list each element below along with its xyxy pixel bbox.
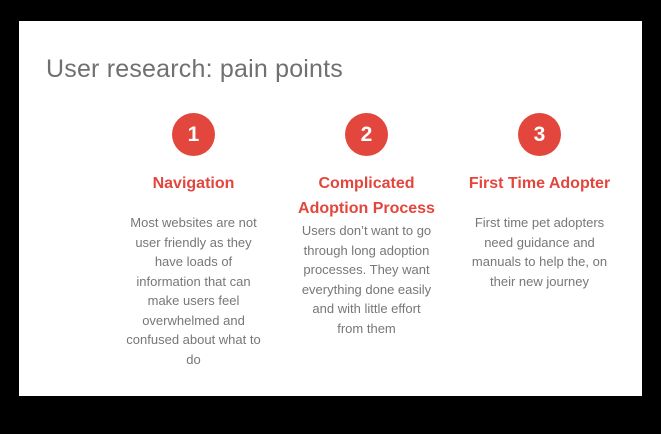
pain-point-column-1: 1 Navigation Most websites are not user … xyxy=(107,113,280,369)
pain-point-heading: First Time Adopter xyxy=(468,175,611,192)
pain-point-description: Most websites are not user friendly as t… xyxy=(126,215,261,367)
step-number-badge: 3 xyxy=(518,113,561,156)
pain-point-description: First time pet adopters need guidance an… xyxy=(471,215,608,289)
step-number: 1 xyxy=(187,123,200,146)
step-number-badge: 1 xyxy=(172,113,215,156)
step-number: 2 xyxy=(360,123,373,146)
pain-point-description: Users don’t want to go through long adop… xyxy=(301,223,432,336)
pain-point-column-3: 3 First Time Adopter First time pet adop… xyxy=(453,113,626,369)
step-number-badge: 2 xyxy=(345,113,388,156)
pain-point-heading: Navigation xyxy=(152,175,235,192)
pain-point-heading: Complicated Adoption Process xyxy=(298,175,435,217)
pain-points-row: 1 Navigation Most websites are not user … xyxy=(19,113,642,369)
pain-point-column-2: 2 Complicated Adoption Process Users don… xyxy=(280,113,453,369)
step-number: 3 xyxy=(533,123,546,146)
slide-title: User research: pain points xyxy=(46,55,344,83)
slide: User research: pain points 1 Navigation … xyxy=(19,21,642,396)
